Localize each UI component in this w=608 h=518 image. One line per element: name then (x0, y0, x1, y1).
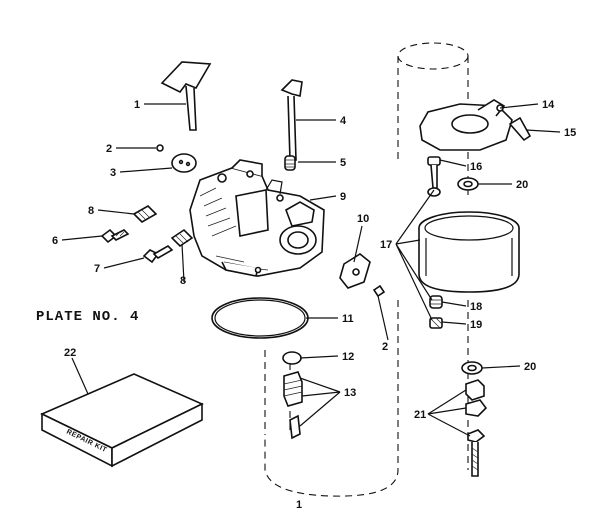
part-screw-6 (100, 228, 130, 244)
part-float-bowl (418, 211, 520, 293)
callout-8-lower: 8 (180, 275, 186, 287)
part-screw-7 (142, 245, 174, 264)
callout-2-upper: 2 (106, 143, 112, 155)
plate-title: PLATE NO. 4 (36, 309, 139, 325)
callout-16: 16 (470, 161, 482, 173)
part-washer-12 (282, 351, 302, 365)
callout-14: 14 (542, 99, 555, 111)
callout-13: 13 (344, 387, 356, 399)
part-throttle-plate (171, 153, 197, 173)
part-nut-19 (429, 317, 443, 329)
leader-lines (61, 103, 561, 437)
part-spring-5 (284, 155, 296, 171)
callout-bottom-1: 1 (296, 499, 302, 511)
part-bowl-bolt (427, 156, 441, 189)
callout-4: 4 (340, 115, 347, 127)
part-bowl-gasket (211, 297, 309, 339)
part-throttle-lever (160, 61, 212, 131)
callout-5: 5 (340, 157, 346, 169)
part-drain-assembly (465, 379, 488, 477)
callout-8-upper: 8 (88, 205, 94, 217)
callout-22: 22 (64, 347, 76, 359)
callout-17: 17 (380, 239, 392, 251)
callout-20-upper: 20 (516, 179, 528, 191)
callout-7: 7 (94, 263, 100, 275)
part-bolt-washer (427, 187, 441, 197)
callout-18: 18 (470, 301, 482, 313)
callout-numbers: 1 2 3 4 5 9 8 6 7 8 10 11 2 12 13 14 15 … (52, 99, 576, 511)
part-adjust-screw-8-lower (170, 228, 194, 248)
part-washer-20-upper (457, 177, 479, 191)
part-washer-20-lower (461, 361, 483, 375)
callout-15: 15 (564, 127, 576, 139)
part-adjust-screw-8-upper (132, 205, 158, 223)
callout-19: 19 (470, 319, 482, 331)
callout-2-lower: 2 (382, 341, 388, 353)
callout-3: 3 (110, 167, 116, 179)
part-plate-10 (339, 253, 371, 289)
part-repair-kit: REPAIR KIT (40, 373, 204, 468)
part-choke-shaft (280, 79, 303, 161)
callout-12: 12 (342, 351, 354, 363)
part-spring-18 (429, 295, 443, 309)
callout-20-lower: 20 (524, 361, 536, 373)
callout-1: 1 (134, 99, 140, 111)
part-screw-small-lower (372, 284, 386, 298)
part-screw-small-upper (156, 144, 164, 152)
part-float (419, 99, 513, 151)
part-carburetor-body (189, 159, 325, 277)
callout-6: 6 (52, 235, 58, 247)
part-needle-seat (283, 371, 303, 440)
callout-10: 10 (357, 213, 369, 225)
callout-11: 11 (342, 313, 354, 325)
callout-9: 9 (340, 191, 346, 203)
callout-21: 21 (414, 409, 426, 421)
part-float-pin (508, 116, 532, 142)
